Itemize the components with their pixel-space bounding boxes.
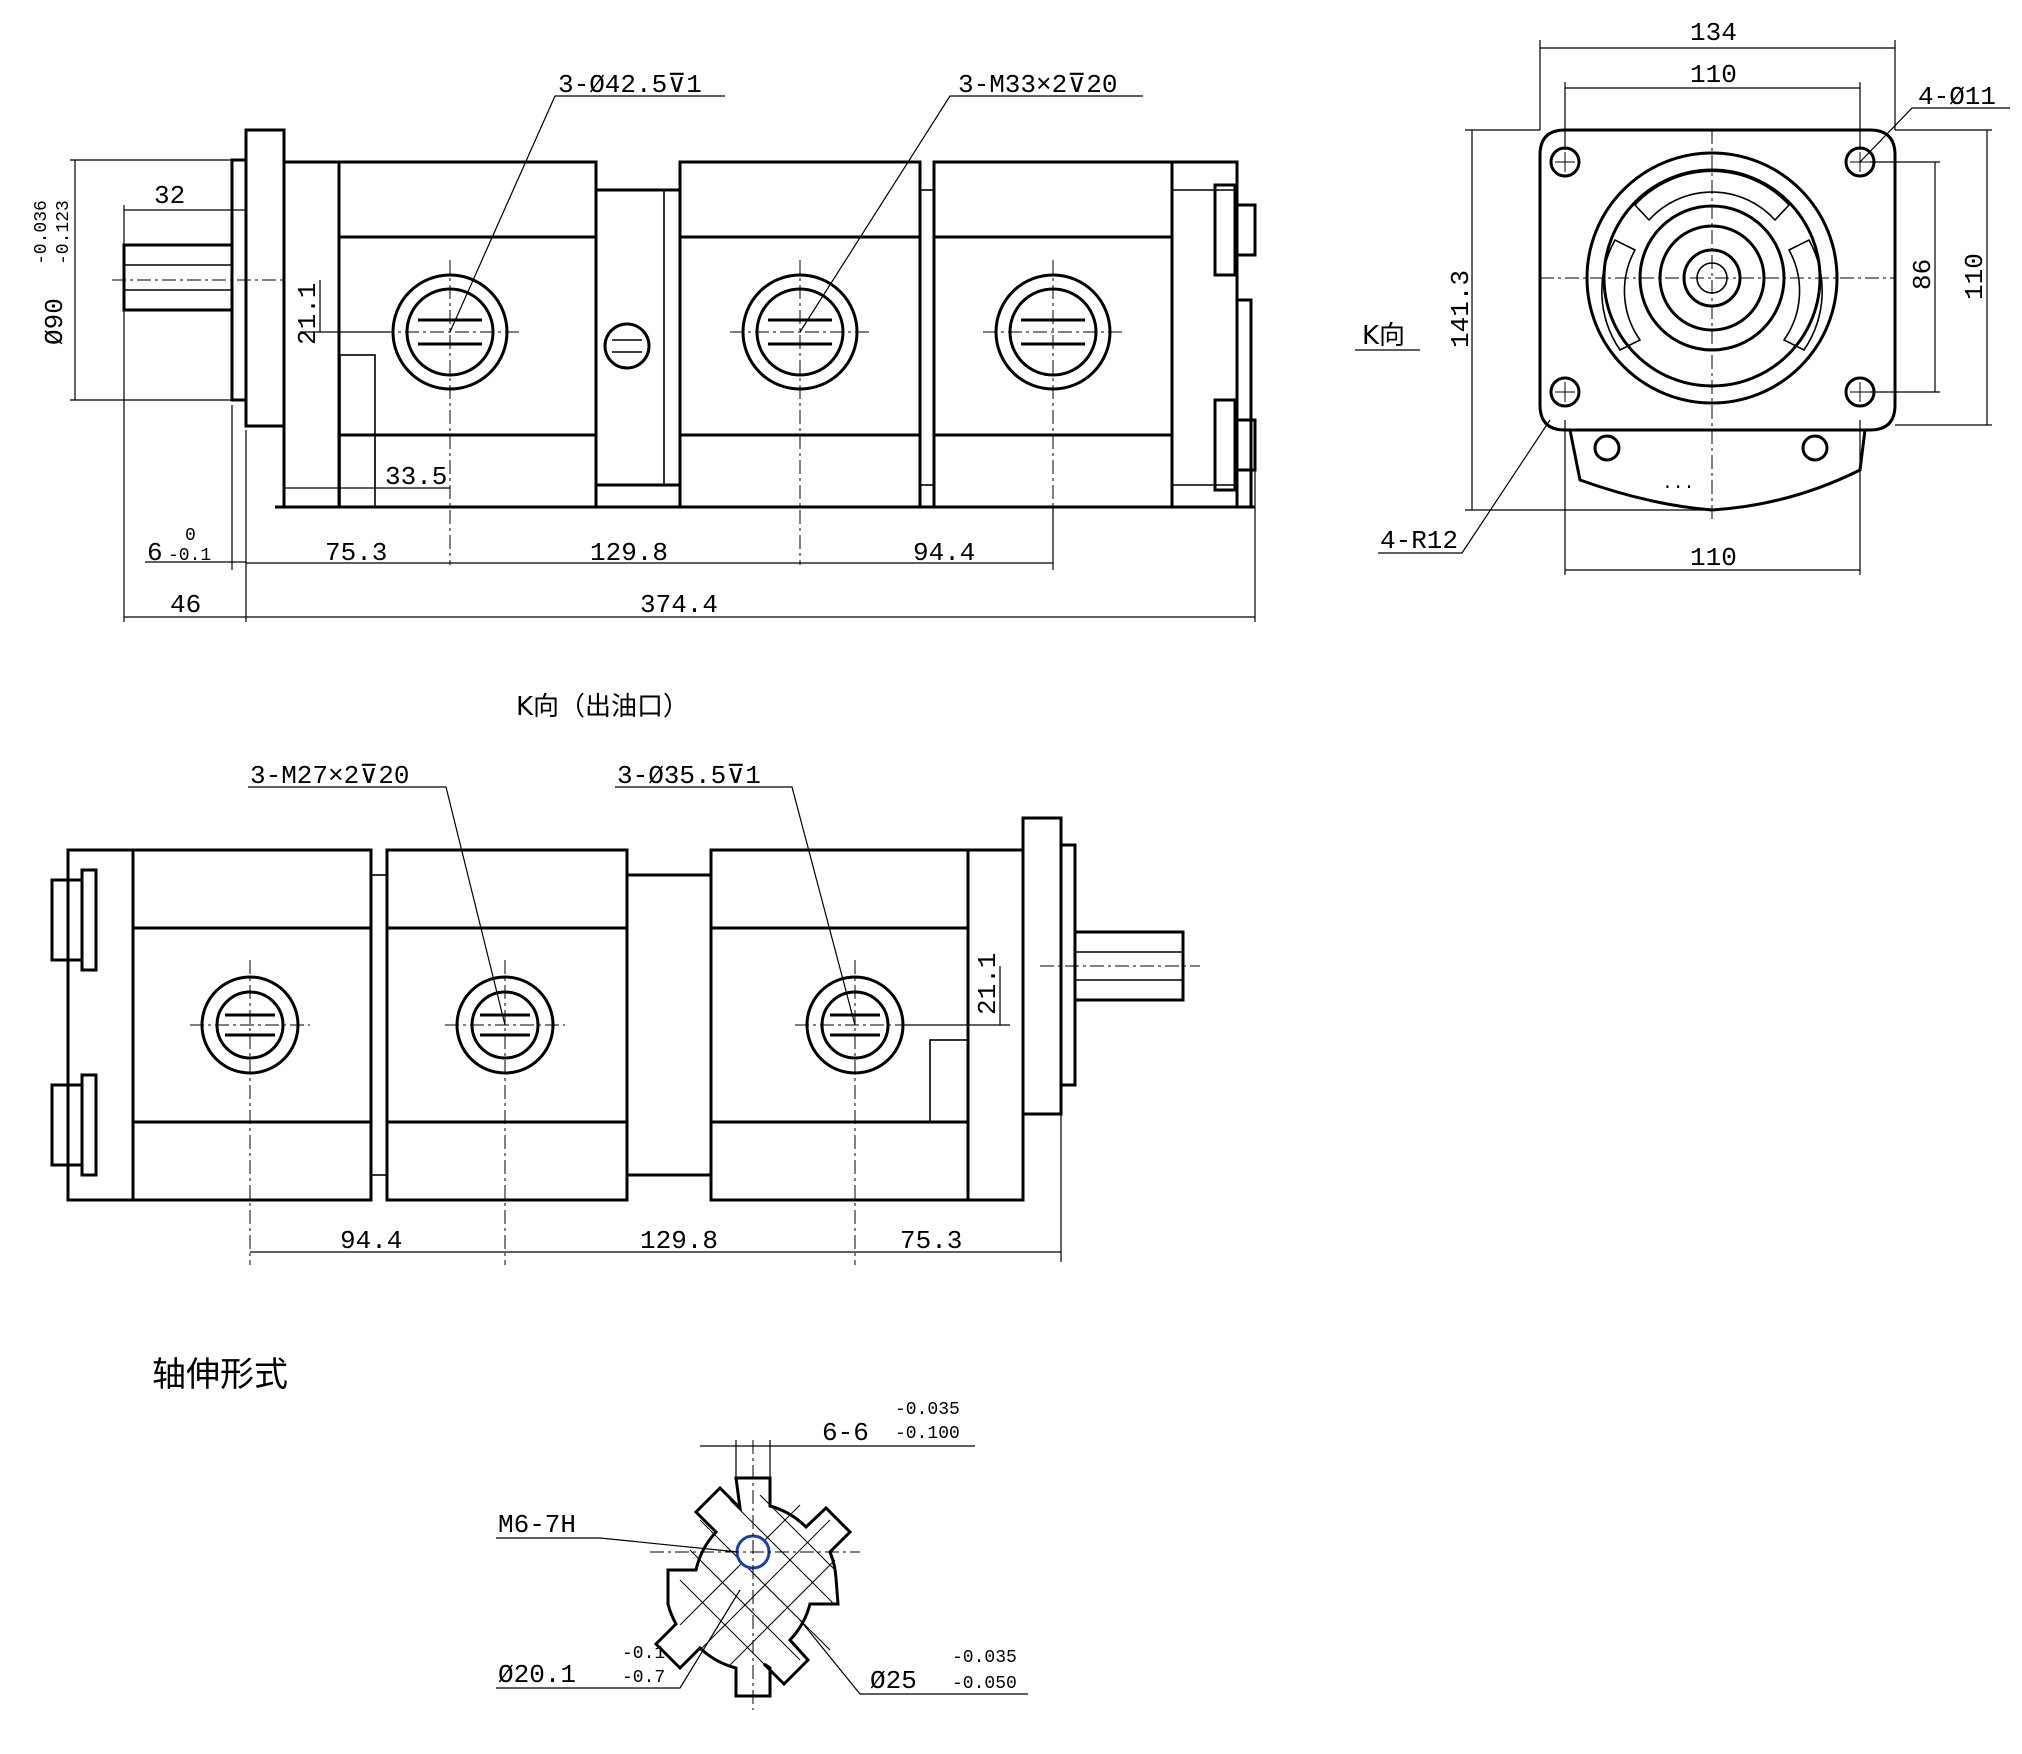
k-pitch-1: 94.4 [340,1226,402,1256]
flange-tol-lower: -0.123 [54,200,74,265]
spigot-tol-lower: -0.1 [168,546,211,566]
side-pitch-3: 94.4 [913,538,975,568]
flange-dia: Ø90 [40,298,70,345]
side-pitch-1: 75.3 [325,538,387,568]
bolt-pitch-vert: 86 [1908,259,1938,290]
outlet-thread-callout: 3-M27×2⊽20 [250,761,409,791]
k-pitch-3: 75.3 [900,1226,962,1256]
outlet-bore-callout: 3-Ø35.5⊽1 [617,761,761,791]
end-view: ··· 134 110 4-Ø11 141.3 86 110 K向 4-R [1355,18,2010,575]
shaft-length-32: 32 [154,181,185,211]
bolt-holes: 4-Ø11 [1918,82,1996,112]
spigot-tol-upper: 0 [185,526,196,546]
tapped-hole-spec: M6-7H [498,1510,576,1540]
major-tol-upper: -0.035 [952,1648,1017,1668]
port-offset-side: 21.1 [293,283,323,345]
major-dia: Ø25 [870,1666,917,1696]
flange-width: 134 [1690,18,1737,48]
spline-profile [653,1476,853,1698]
port-thread-callout: 3-M33×2⊽20 [958,70,1117,100]
k-direction-label: K向 [1362,321,1405,351]
port-inlet-callout: 3-Ø42.5⊽1 [558,70,702,100]
minor-tol-lower: -0.7 [622,1668,665,1688]
corner-radius: 4-R12 [1380,526,1458,556]
shaft-total: 46 [170,590,201,620]
body-height: 110 [1960,253,1990,300]
minor-dia: Ø20.1 [498,1660,576,1690]
spigot-len: 33.5 [385,462,447,492]
k-view-title: K向（出油口） [516,692,689,722]
shaft-section-title: 轴伸形式 [152,1355,288,1395]
spline-spec: 6-6 [822,1418,869,1448]
major-tol-lower: -0.050 [952,1674,1017,1694]
nameplate-mark: ··· [1662,478,1694,498]
spigot-dim: 6 [147,538,163,568]
overall-length: 374.4 [640,590,718,620]
side-pitch-2: 129.8 [590,538,668,568]
k-pitch-2: 129.8 [640,1226,718,1256]
minor-tol-upper: -0.1 [622,1644,665,1664]
flange-tol-upper: -0.036 [32,200,52,265]
flange-height: 141.3 [1446,270,1476,348]
shaft-section: 轴伸形式 6-6 -0.035 -0.100 M6-7H Ø20.1 - [152,1355,1028,1710]
bolt-pitch-top: 110 [1690,60,1737,90]
spline-tol-lower: -0.100 [895,1424,960,1444]
bolt-pitch-bottom: 110 [1690,543,1737,573]
port-offset-k: 21.1 [973,953,1003,1015]
side-view: 3-Ø42.5⊽1 3-M33×2⊽20 Ø90 -0.036 -0.123 3… [32,70,1257,622]
spline-tol-upper: -0.035 [895,1400,960,1420]
section-hatch [679,1494,836,1671]
k-view: K向（出油口） [50,692,1200,1265]
